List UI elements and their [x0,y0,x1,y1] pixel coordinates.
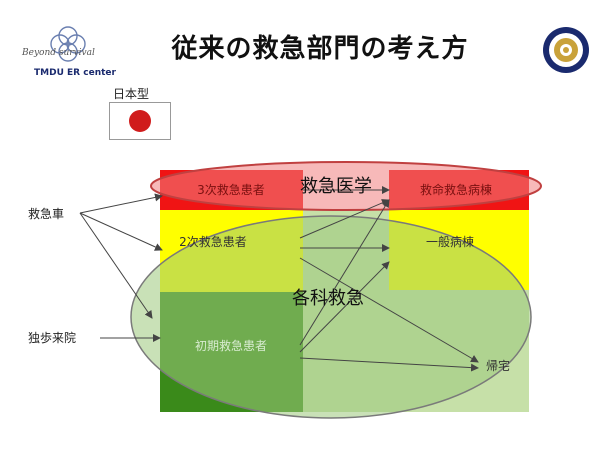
emergency-medicine-ellipse [150,161,542,211]
secondary-label: 2次救急患者 [179,234,247,249]
logo-script-text: Beyond survival [22,48,95,58]
arrow-secondary-critical [299,199,390,239]
arrow-ambulance-secondary [79,212,163,251]
arrow-primary-critical [299,199,390,346]
arrow-primary-home [299,357,479,372]
go-home-label: 帰宅 [486,358,510,373]
japan-flag [109,102,171,140]
critical-ward-label: 救命救急病棟 [420,182,492,197]
logo-caption: TMDU ER center [34,68,116,78]
emergency-medicine-label: 救急医学 [300,176,372,197]
primary-label: 初期救急患者 [195,338,267,353]
slide-title: 従来の救急部門の考え方 [171,34,469,64]
arrow-ambulance-tertiary [79,193,163,214]
japan-model-label: 日本型 [113,87,150,101]
departments-label: 各科救急 [292,288,364,309]
general-ward-label: 一般病棟 [426,234,474,249]
walk-in-label: 独歩来院 [28,330,76,345]
arrow-primary-general [299,261,390,353]
university-seal [542,26,590,74]
arrow-ambulance-primary [79,212,153,319]
flag-sun [129,110,151,132]
departments-ellipse [130,215,532,419]
er-center-logo [8,22,138,84]
tertiary-label: 3次救急患者 [197,182,265,197]
arrow-secondary-home [299,257,479,363]
ambulance-label: 救急車 [28,206,64,221]
